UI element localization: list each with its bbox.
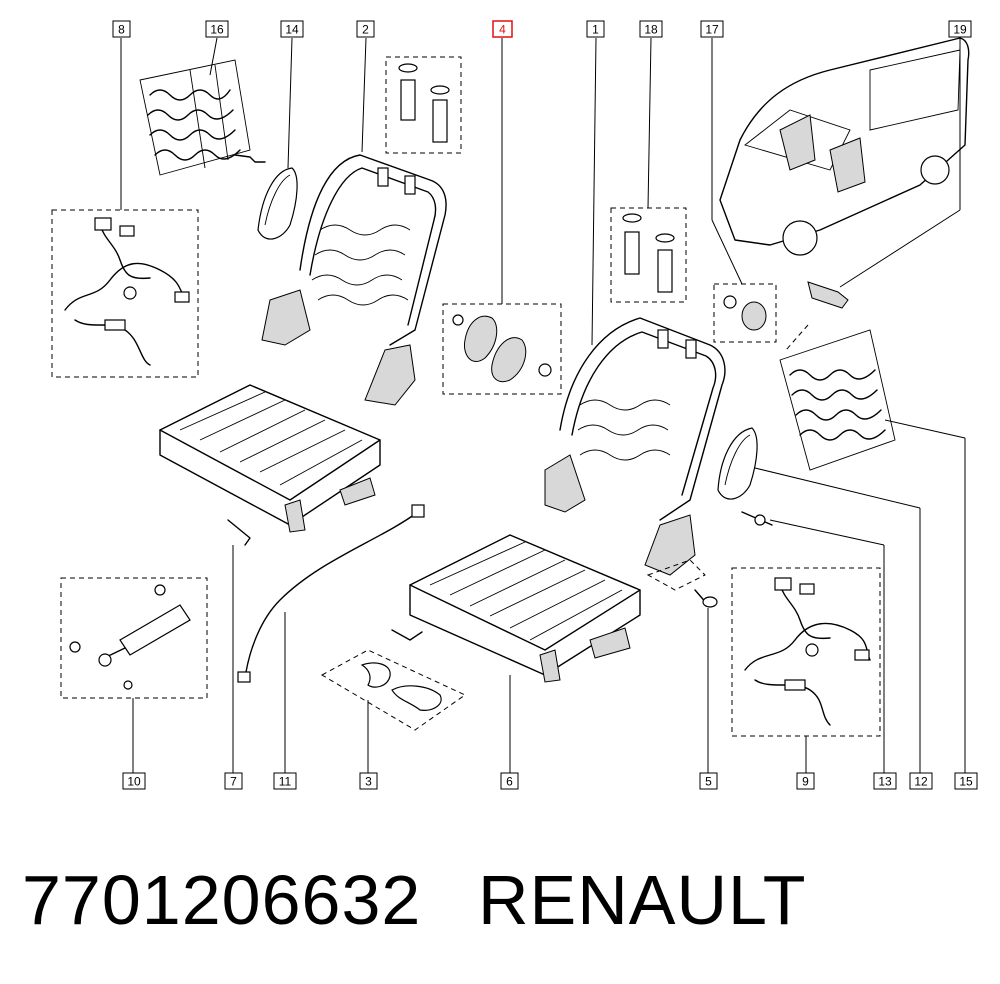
callout-3: 3 <box>359 772 378 790</box>
seat-base-frame-left <box>159 384 381 546</box>
callout-19-text: 19 <box>953 23 967 37</box>
callout-5-text: 5 <box>705 775 712 789</box>
leader-lines <box>120 37 966 773</box>
side-trim-14 <box>257 167 298 240</box>
callout-7: 7 <box>224 772 243 790</box>
recliner-knob-kit-4 <box>442 303 562 395</box>
trim-kit-3 <box>320 649 466 731</box>
callout-12: 12 <box>909 772 933 790</box>
callout-5: 5 <box>699 772 718 790</box>
callout-8-text: 8 <box>118 23 125 37</box>
callout-18-text: 18 <box>644 23 658 37</box>
callout-1-text: 1 <box>592 23 599 37</box>
screw-kit-top <box>385 56 462 154</box>
callout-16: 16 <box>205 20 229 38</box>
callout-16-text: 16 <box>210 23 224 37</box>
callout-4-text: 4 <box>499 23 506 37</box>
callout-11: 11 <box>273 772 297 790</box>
screw-kit-18 <box>610 207 687 303</box>
callout-18: 18 <box>639 20 663 38</box>
callout-13-text: 13 <box>878 775 892 789</box>
callout-15-text: 15 <box>959 775 973 789</box>
callout-11-text: 11 <box>279 775 292 789</box>
callout-7-text: 7 <box>230 775 237 789</box>
bolt-5 <box>646 559 718 608</box>
callout-8: 8 <box>112 20 131 38</box>
wiring-harness-9 <box>731 567 881 737</box>
spring-mat-15 <box>779 324 896 471</box>
callout-17-text: 17 <box>705 23 719 37</box>
callout-6-text: 6 <box>506 775 513 789</box>
callout-2-text: 2 <box>362 23 369 37</box>
callout-15: 15 <box>954 772 978 790</box>
callout-14-text: 14 <box>285 23 299 37</box>
callout-19: 19 <box>948 20 972 38</box>
screw-13 <box>741 511 773 526</box>
callout-10-text: 10 <box>127 775 141 789</box>
spring-mat-16 <box>139 59 266 176</box>
connector-19 <box>807 281 849 309</box>
clip-kit-17 <box>713 283 777 343</box>
part-number: 7701206632 <box>22 861 422 939</box>
cable-11 <box>237 504 425 683</box>
seat-back-frame-2 <box>261 154 447 406</box>
callout-10: 10 <box>122 772 146 790</box>
callout-9: 9 <box>796 772 815 790</box>
seat-base-frame-right <box>391 534 641 683</box>
callout-14: 14 <box>280 20 304 38</box>
callout-3-text: 3 <box>365 775 372 789</box>
van-illustration <box>719 37 970 256</box>
callout-1: 1 <box>586 20 605 38</box>
callout-12-text: 12 <box>914 775 928 789</box>
wiring-harness-8 <box>51 209 199 378</box>
gas-strut-kit-10 <box>60 577 208 699</box>
callout-6: 6 <box>500 772 519 790</box>
brand-name: RENAULT <box>478 861 807 939</box>
seat-back-frame-1 <box>544 317 726 576</box>
callout-2: 2 <box>356 20 375 38</box>
callout-9-text: 9 <box>802 775 809 789</box>
callout-17: 17 <box>700 20 724 38</box>
callout-13: 13 <box>873 772 897 790</box>
side-trim-12 <box>717 427 758 500</box>
callout-4-highlighted: 4 <box>492 20 513 38</box>
